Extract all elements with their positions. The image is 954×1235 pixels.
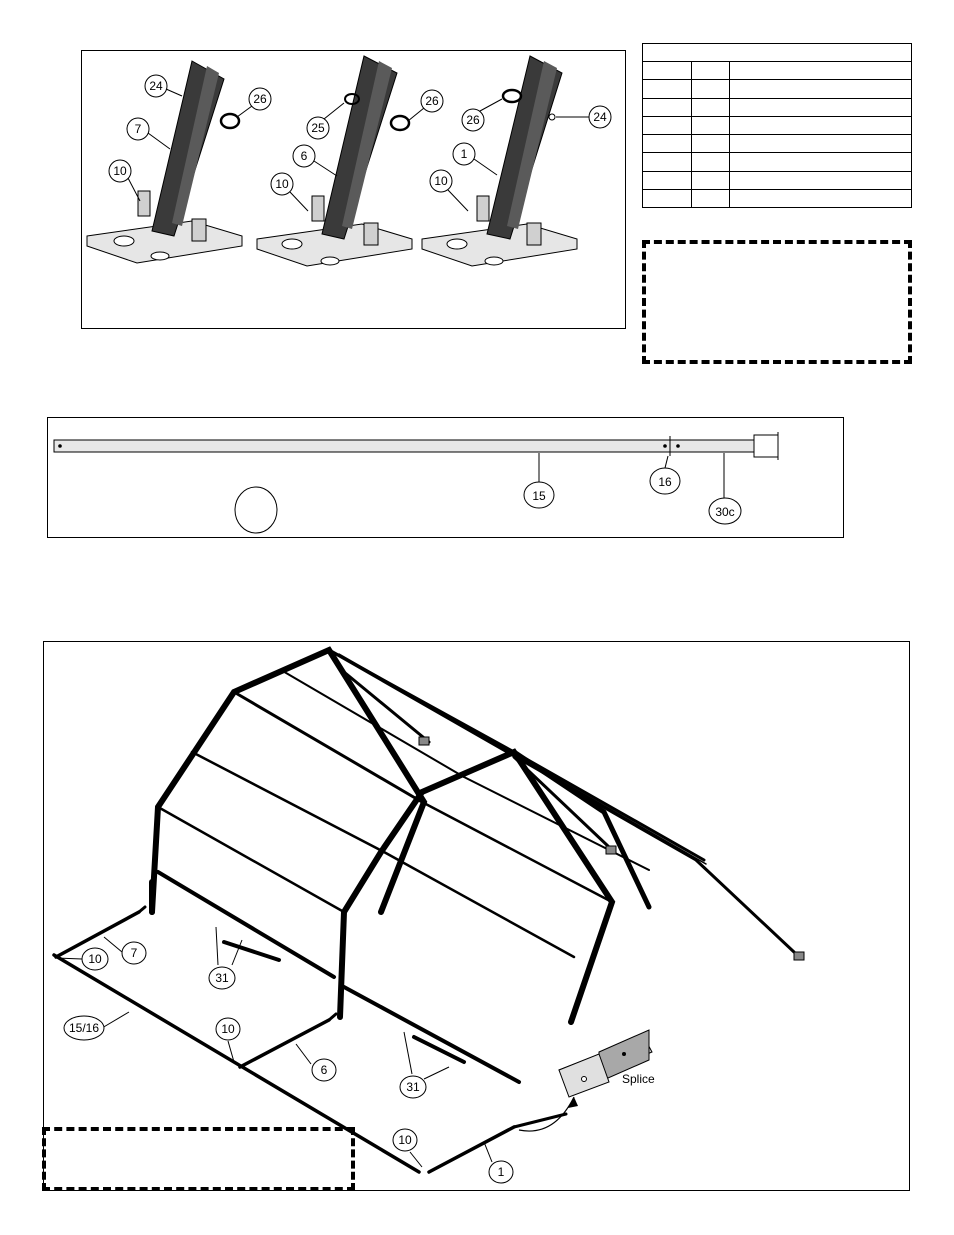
splice-detail: Splice bbox=[518, 1029, 655, 1132]
parts-table bbox=[642, 42, 912, 209]
svg-text:26: 26 bbox=[425, 94, 439, 108]
callout-7: 7 bbox=[126, 117, 171, 150]
base-plate-detail-drawing: 24 7 10 26 25 6 bbox=[86, 55, 612, 267]
note-box-top bbox=[642, 240, 912, 364]
svg-text:25: 25 bbox=[311, 121, 325, 135]
svg-text:10: 10 bbox=[275, 177, 289, 191]
svg-text:10: 10 bbox=[113, 164, 127, 178]
callout-10: 10 bbox=[215, 1017, 241, 1063]
svg-text:30c: 30c bbox=[715, 505, 734, 519]
base-plate-mark bbox=[418, 736, 430, 746]
callout-10: 10 bbox=[392, 1128, 423, 1168]
svg-text:31: 31 bbox=[215, 971, 229, 985]
svg-text:15/16: 15/16 bbox=[69, 1021, 99, 1035]
svg-text:26: 26 bbox=[253, 92, 267, 106]
callout-1: 1 bbox=[452, 142, 498, 176]
note-box-bottom bbox=[42, 1127, 355, 1191]
callout-10: 10 bbox=[108, 159, 141, 202]
rail-drawing: 15 16 30c bbox=[53, 432, 779, 534]
callout-30c: 30c bbox=[708, 453, 742, 525]
svg-text:6: 6 bbox=[321, 1063, 328, 1077]
svg-text:1: 1 bbox=[461, 147, 468, 161]
svg-text:31: 31 bbox=[406, 1080, 420, 1094]
callout-24: 24 bbox=[556, 105, 612, 129]
empty-callout-circle bbox=[234, 486, 278, 534]
base-plate-mark bbox=[605, 845, 617, 855]
svg-text:24: 24 bbox=[593, 110, 607, 124]
callout-6: 6 bbox=[295, 1043, 337, 1082]
parts-table-row bbox=[642, 188, 912, 209]
parts-table-row bbox=[642, 79, 912, 99]
svg-text:7: 7 bbox=[135, 122, 142, 136]
callout-26: 26 bbox=[461, 98, 503, 132]
svg-text:1: 1 bbox=[498, 1165, 505, 1179]
parts-table-header-row bbox=[642, 42, 912, 63]
callout-31: 31 bbox=[208, 926, 243, 990]
svg-text:10: 10 bbox=[88, 952, 102, 966]
parts-table-row bbox=[642, 61, 912, 81]
assembly-2 bbox=[256, 55, 413, 267]
callout-10: 10 bbox=[429, 169, 469, 212]
callout-6: 6 bbox=[292, 144, 338, 177]
callout-10: 10 bbox=[55, 947, 109, 971]
callout-15: 15 bbox=[523, 453, 555, 509]
frame-drawing: Splice 10 7 31 15/16 10 bbox=[52, 646, 805, 1184]
parts-table-row bbox=[642, 170, 912, 190]
frame-panel: Splice 10 7 31 15/16 10 bbox=[43, 641, 910, 1191]
svg-text:6: 6 bbox=[301, 149, 308, 163]
parts-table-row bbox=[642, 134, 912, 154]
parts-table-row bbox=[642, 152, 912, 172]
parts-table-row bbox=[642, 115, 912, 136]
base-plate-detail-panel: 24 7 10 26 25 6 bbox=[81, 50, 626, 329]
svg-text:16: 16 bbox=[658, 475, 672, 489]
svg-text:10: 10 bbox=[221, 1022, 235, 1036]
callout-26: 26 bbox=[236, 87, 272, 118]
svg-text:10: 10 bbox=[398, 1133, 412, 1147]
callout-25: 25 bbox=[306, 102, 345, 140]
svg-text:10: 10 bbox=[434, 174, 448, 188]
callout-26: 26 bbox=[407, 89, 444, 122]
callout-7: 7 bbox=[103, 936, 147, 965]
base-plate-mark bbox=[793, 951, 805, 961]
callout-15-16: 15/16 bbox=[63, 1011, 130, 1041]
svg-text:15: 15 bbox=[532, 489, 546, 503]
assembly-1 bbox=[86, 60, 243, 264]
assembly-3 bbox=[421, 55, 578, 267]
callout-24: 24 bbox=[144, 74, 183, 98]
callout-31: 31 bbox=[399, 1031, 450, 1099]
svg-text:24: 24 bbox=[149, 79, 163, 93]
parts-table-header-cell bbox=[642, 42, 912, 63]
rail-panel: 15 16 30c bbox=[47, 417, 844, 538]
parts-table-row bbox=[642, 97, 912, 117]
callout-1: 1 bbox=[483, 1141, 514, 1184]
callout-10: 10 bbox=[270, 172, 309, 212]
splice-label: Splice bbox=[622, 1072, 655, 1086]
svg-text:26: 26 bbox=[466, 113, 480, 127]
callout-16: 16 bbox=[649, 455, 681, 495]
svg-text:7: 7 bbox=[131, 946, 138, 960]
